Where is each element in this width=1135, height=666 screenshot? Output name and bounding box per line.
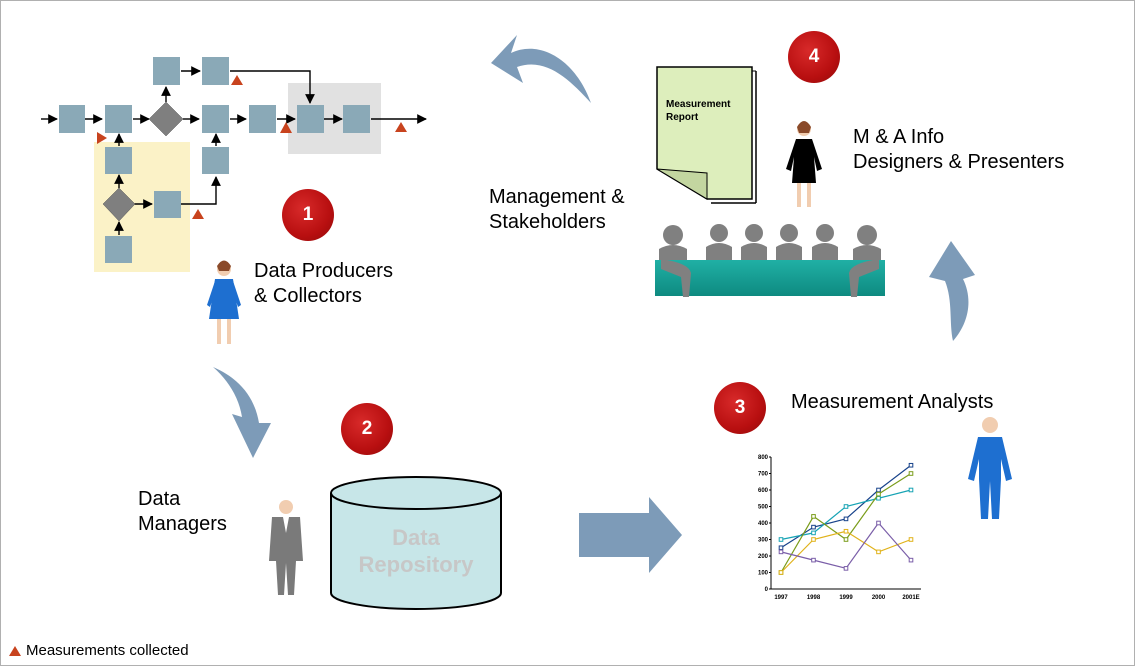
step-4-badge: 4 xyxy=(788,31,840,83)
straight-arrow-repository-to-analysts xyxy=(579,497,682,573)
series-point-3 xyxy=(908,471,914,476)
man-figure-icon xyxy=(269,500,303,595)
curved-arrow-analysts-to-management xyxy=(929,241,975,341)
presenter-figure-icon xyxy=(786,121,822,207)
decision-diamonds xyxy=(102,101,184,222)
y-tick-label: 600 xyxy=(758,488,769,494)
x-tick-label: 2000 xyxy=(872,595,886,601)
triangle-marker-icon xyxy=(9,645,21,656)
series-point-4 xyxy=(908,537,914,542)
series-point-3 xyxy=(843,537,849,542)
process-flow-connectors xyxy=(41,66,427,235)
y-tick-label: 400 xyxy=(758,521,769,527)
legend-text: Measurements collected xyxy=(26,642,189,659)
series-point-5 xyxy=(811,557,816,563)
y-tick-label: 100 xyxy=(758,571,769,577)
label-data-managers: Data Managers xyxy=(138,488,227,535)
process-boxes xyxy=(59,57,370,263)
y-tick-label: 200 xyxy=(758,554,769,560)
series-point-3 xyxy=(876,491,881,497)
series-point-4 xyxy=(778,570,784,575)
series-point-4 xyxy=(876,549,881,555)
series-point-5 xyxy=(876,520,881,526)
curved-arrow-producers-to-repository xyxy=(213,367,271,458)
label-management-stakeholders: Management & Stakeholders xyxy=(489,186,625,233)
series-point-1 xyxy=(876,487,881,493)
step-1-badge: 1 xyxy=(282,189,334,241)
line-chart: 0 100 200 300 400 500 600 700 800 1997 1998 1999 20… xyxy=(738,449,934,601)
chart-series xyxy=(778,462,914,575)
series-point-5 xyxy=(908,557,914,563)
meeting-table-icon xyxy=(655,224,885,297)
woman-figure-icon xyxy=(207,260,241,344)
chart-x-ticks: 1997 1998 1999 2000 2001E xyxy=(774,595,919,601)
series-point-3 xyxy=(811,514,816,519)
step-2-badge: 2 xyxy=(341,403,393,455)
series-point-1 xyxy=(843,516,849,522)
label-measurement-analysts: Measurement Analysts xyxy=(791,391,994,413)
chart-y-ticks: 0 100 200 300 400 500 600 700 800 xyxy=(758,455,771,593)
series-point-1 xyxy=(908,462,914,468)
series-point-4 xyxy=(843,528,849,534)
series-point-4 xyxy=(811,537,816,542)
analyst-figure-icon xyxy=(968,417,1012,519)
label-data-repository: Data Repository xyxy=(358,525,474,577)
label-info-designers: M & A Info Designers & Presenters xyxy=(853,126,1065,173)
x-tick-label: 1998 xyxy=(807,595,821,601)
x-tick-label: 2001E xyxy=(902,595,919,601)
database-cylinder-icon xyxy=(330,476,502,610)
series-point-1 xyxy=(811,524,816,530)
series-point-1 xyxy=(778,545,784,551)
report-document-icon xyxy=(656,66,757,204)
series-point-2 xyxy=(908,487,914,493)
label-measurement-report: Measurement Report xyxy=(666,99,731,123)
series-point-2 xyxy=(811,530,816,536)
series-point-5 xyxy=(778,549,784,555)
y-tick-label: 800 xyxy=(758,455,769,461)
measurement-triangles xyxy=(97,75,407,219)
series-point-5 xyxy=(843,566,849,571)
series-point-2 xyxy=(778,537,784,542)
x-tick-label: 1999 xyxy=(839,595,853,601)
y-tick-label: 300 xyxy=(758,538,769,544)
series-point-2 xyxy=(843,504,849,509)
y-tick-label: 500 xyxy=(758,505,769,511)
legend: Measurements collected xyxy=(9,642,189,659)
y-tick-label: 700 xyxy=(758,472,769,478)
label-data-producers: Data Producers & Collectors xyxy=(254,260,393,307)
series-point-2 xyxy=(876,495,881,501)
step-3-badge: 3 xyxy=(714,382,766,434)
y-tick-label: 0 xyxy=(765,587,769,593)
x-tick-label: 1997 xyxy=(774,595,788,601)
curved-arrow-report-to-process xyxy=(491,35,591,103)
